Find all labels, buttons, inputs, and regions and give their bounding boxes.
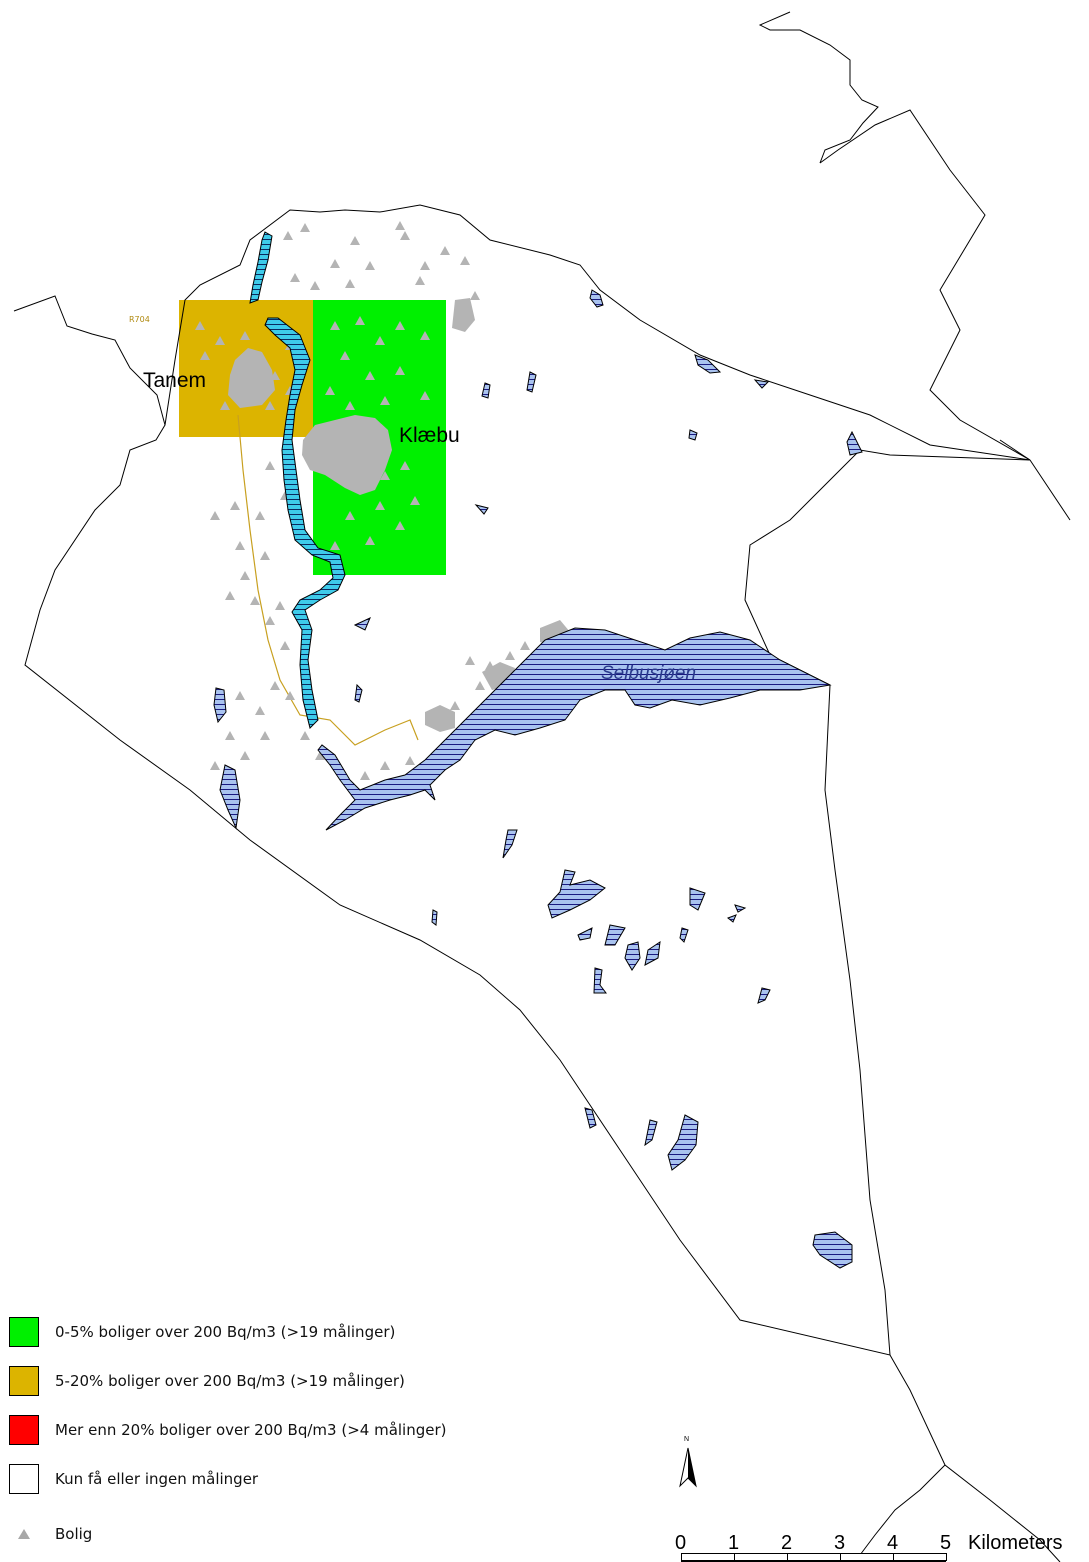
scale-tick-0: 0 (675, 1532, 686, 1554)
scale-tick-5: 5 (940, 1532, 951, 1554)
north-arrow: N (679, 1436, 697, 1488)
legend-swatch-red (9, 1415, 39, 1445)
scale-tick-1: 1 (728, 1532, 739, 1554)
scale-tick-4: 4 (887, 1532, 898, 1554)
place-label-tanem: Tanem (143, 369, 206, 392)
lake-label: Selbusjøen (601, 663, 696, 684)
legend-item-dwelling: Bolig (9, 1518, 92, 1550)
legend-item-yellow: 5-20% boliger over 200 Bq/m3 (>19 måling… (9, 1365, 405, 1397)
small-lakes (213, 289, 863, 1269)
legend-item-green: 0-5% boliger over 200 Bq/m3 (>19 målinge… (9, 1316, 395, 1348)
scale-unit: Kilometers (968, 1532, 1062, 1554)
dwelling-markers (195, 221, 550, 780)
lake-selbusjoen (317, 627, 832, 831)
road-label: R704 (129, 315, 150, 324)
legend-swatch-white (9, 1464, 39, 1494)
legend-label-green: 0-5% boliger over 200 Bq/m3 (>19 målinge… (55, 1323, 396, 1341)
legend-swatch-green (9, 1317, 39, 1347)
scale-tick-3: 3 (834, 1532, 845, 1554)
settlement-areas (228, 298, 570, 732)
north-arrow-label: N (684, 1436, 689, 1443)
place-label-klaebu: Klæbu (399, 424, 460, 447)
legend-item-white: Kun få eller ingen målinger (9, 1463, 258, 1495)
legend-label-white: Kun få eller ingen målinger (55, 1470, 259, 1488)
legend-label-red: Mer enn 20% boliger over 200 Bq/m3 (>4 m… (55, 1421, 447, 1439)
scale-bar: 0 1 2 3 4 5 Kilometers (675, 1532, 1062, 1562)
river (249, 231, 346, 729)
legend-swatch-yellow (9, 1366, 39, 1396)
scale-tick-2: 2 (781, 1532, 792, 1554)
legend-item-red: Mer enn 20% boliger over 200 Bq/m3 (>4 m… (9, 1414, 447, 1446)
legend-label-yellow: 5-20% boliger over 200 Bq/m3 (>19 måling… (55, 1372, 405, 1390)
dwelling-icon (9, 1529, 39, 1539)
legend-label-dwelling: Bolig (55, 1525, 93, 1543)
